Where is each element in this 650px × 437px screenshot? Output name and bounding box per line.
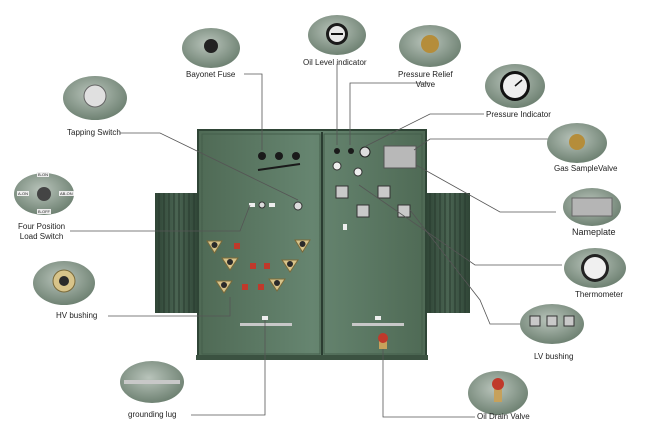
label-tapping-switch: Tapping Switch xyxy=(67,128,121,137)
label-lv-bushing: LV bushing xyxy=(534,352,574,361)
switch-pos-bottom: B-OFF xyxy=(37,209,51,214)
tank-switches xyxy=(249,201,303,211)
label-bayonet-fuse: Bayonet Fuse xyxy=(186,70,236,79)
bayonet-fuses xyxy=(257,152,301,171)
switch-pos-right: AB-ON xyxy=(59,191,74,196)
label-pressure-indicator: Pressure Indicator xyxy=(486,110,551,119)
label-hv-bushing: HV bushing xyxy=(56,311,98,320)
label-four-position-load-switch: Four Position Load Switch xyxy=(18,222,66,241)
label-nameplate: Nameplate xyxy=(572,227,616,237)
label-thermometer: Thermometer xyxy=(575,290,624,299)
switch-pos-left: A-ON xyxy=(17,191,29,196)
switch-pos-top: B-ON xyxy=(37,172,49,177)
right-radiator-fins xyxy=(426,193,470,313)
thumbnail-details xyxy=(37,23,613,402)
grounding-bars xyxy=(240,316,404,326)
hv-bushings xyxy=(206,239,311,294)
label-pressure-relief-valve: Pressure Relief Valve xyxy=(398,70,453,89)
drain-valve xyxy=(378,333,388,349)
label-oil-level-indicator: Oil Level indicator xyxy=(303,58,367,67)
label-oil-drain-valve: Oil Drain Valve xyxy=(477,412,530,421)
left-radiator-fins xyxy=(155,193,199,313)
label-gas-sample-valve: Gas SampleValve xyxy=(554,164,618,173)
leader-lines xyxy=(70,64,562,418)
label-grounding-lug: grounding lug xyxy=(128,410,177,419)
